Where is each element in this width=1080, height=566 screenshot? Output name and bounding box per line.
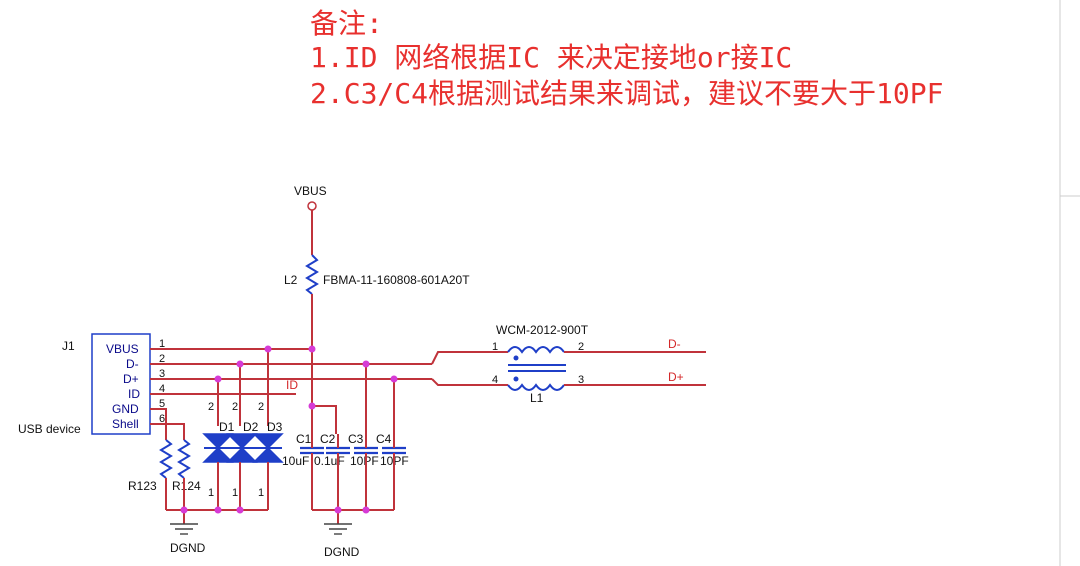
choke-coil-top	[507, 346, 565, 354]
c1-value: 10uF	[282, 454, 309, 468]
d2-lower-triangle	[226, 446, 258, 463]
junction-dot	[236, 506, 244, 514]
l2-ref: L2	[284, 273, 298, 287]
d3-pin-top: 2	[258, 401, 264, 413]
d2-upper-triangle	[226, 433, 258, 450]
choke-phase-dot-top	[513, 355, 519, 361]
choke-part: WCM-2012-900T	[496, 323, 589, 337]
d2-pin-top: 2	[232, 401, 238, 413]
junction-dots	[180, 345, 398, 514]
d1-upper-triangle	[202, 433, 234, 450]
tvs-diode-array	[202, 433, 284, 463]
junction-dot	[214, 375, 222, 383]
r124-symbol	[177, 439, 191, 479]
junction-dot	[264, 345, 272, 353]
d3-upper-triangle	[252, 433, 284, 450]
j1-pin-label: VBUS	[106, 342, 139, 356]
note-heading: 备注:	[310, 7, 383, 40]
junction-dot	[308, 345, 316, 353]
choke-ref: L1	[530, 391, 544, 405]
c2-ref: C2	[320, 432, 336, 446]
choke-coil-bottom	[507, 383, 565, 391]
junction-dot	[390, 375, 398, 383]
vbus-label: VBUS	[294, 184, 327, 198]
gnd1-label: DGND	[170, 541, 206, 555]
choke-phase-dot-bottom	[513, 376, 519, 382]
junction-dot	[334, 506, 342, 514]
note-line-2: 2.C3/C4根据测试结果来调试，建议不要大于10PF	[310, 77, 944, 110]
junction-dot	[308, 402, 316, 410]
net-shell-line	[150, 423, 185, 440]
j1-pin-num: 6	[159, 413, 165, 425]
vbus-terminal	[307, 201, 317, 211]
choke-pin-1: 1	[492, 341, 498, 353]
junction-dot	[362, 506, 370, 514]
note-line-1: 1.ID 网络根据IC 来决定接地or接IC	[310, 41, 793, 74]
r123-symbol	[159, 439, 173, 479]
j1-pin-num: 5	[159, 398, 165, 410]
r124-ref: R124	[172, 479, 201, 493]
c3-ref: C3	[348, 432, 364, 446]
junction-dot	[214, 506, 222, 514]
choke-in-dplus	[431, 378, 508, 386]
net-dminus-label: D-	[668, 337, 681, 351]
j1-pin-label: GND	[112, 402, 139, 416]
j1-ref: J1	[62, 339, 75, 353]
d1-lower-triangle	[202, 446, 234, 463]
j1-pin-label: D+	[123, 372, 139, 386]
net-dplus-label: D+	[668, 370, 684, 384]
j1-pin-num: 1	[159, 338, 165, 350]
c1-top-wire	[312, 405, 337, 434]
d1-pin-top: 2	[208, 401, 214, 413]
j1-pin-num: 4	[159, 383, 165, 395]
j1-pin-label: D-	[126, 357, 139, 371]
d3-lower-triangle	[252, 446, 284, 463]
c2-value: 0.1uF	[314, 454, 345, 468]
choke-pin-3: 3	[578, 374, 584, 386]
j1-pin-num: 3	[159, 368, 165, 380]
r123-ref: R123	[128, 479, 157, 493]
j1-name: USB device	[18, 422, 81, 436]
net-id-label: ID	[286, 378, 298, 392]
d3-pin-bottom: 1	[258, 487, 264, 499]
choke-pin-2: 2	[578, 341, 584, 353]
choke-in-dminus	[431, 351, 508, 365]
l2-part: FBMA-11-160808-601A20T	[323, 273, 470, 287]
c3-value: 10PF	[350, 454, 379, 468]
l2-ferrite-symbol	[305, 254, 319, 295]
j1-pin-label: Shell	[112, 417, 139, 431]
j1-pin-label: ID	[128, 387, 140, 401]
d2-pin-bottom: 1	[232, 487, 238, 499]
capacitor-plates	[300, 446, 406, 455]
junction-dot	[362, 360, 370, 368]
c4-ref: C4	[376, 432, 392, 446]
gnd2-label: DGND	[324, 545, 360, 559]
j1-pin-num: 2	[159, 353, 165, 365]
c1-ref: C1	[296, 432, 312, 446]
d1-pin-bottom: 1	[208, 487, 214, 499]
d1-ref: D1	[219, 420, 235, 434]
choke-pin-4: 4	[492, 374, 498, 386]
d3-ref: D3	[267, 420, 283, 434]
net-gnd-line	[150, 408, 167, 440]
junction-dot	[180, 506, 188, 514]
j1-body	[91, 333, 151, 435]
junction-dot	[236, 360, 244, 368]
d2-ref: D2	[243, 420, 259, 434]
